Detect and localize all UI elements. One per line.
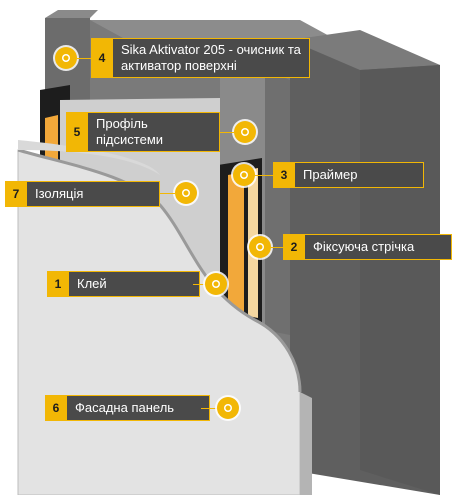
wall-right-top bbox=[290, 30, 440, 70]
callout-6-number: 6 bbox=[45, 395, 67, 421]
facade-panel-edge bbox=[17, 148, 302, 393]
callout-6-label: Фасадна панель bbox=[67, 395, 210, 421]
callout-1[interactable]: 1 Клей bbox=[47, 271, 200, 297]
marker-1-leader bbox=[193, 284, 205, 285]
marker-6-leader bbox=[201, 408, 217, 409]
wall-right-front bbox=[360, 65, 440, 495]
profile-left-back-face bbox=[45, 10, 98, 18]
callout-3[interactable]: 3 Праймер bbox=[273, 162, 424, 188]
marker-7-leader bbox=[160, 193, 175, 194]
callout-2[interactable]: 2 Фіксуюча стрічка bbox=[283, 234, 452, 260]
marker-7-dot[interactable] bbox=[175, 182, 197, 204]
callout-5-label: Профіль підсистеми bbox=[88, 112, 220, 152]
callout-1-number: 1 bbox=[47, 271, 69, 297]
callout-2-label: Фіксуюча стрічка bbox=[305, 234, 452, 260]
marker-3-leader bbox=[255, 175, 273, 176]
callout-3-label: Праймер bbox=[295, 162, 424, 188]
marker-3-dot[interactable] bbox=[233, 164, 255, 186]
marker-6-dot[interactable] bbox=[217, 397, 239, 419]
marker-5-leader bbox=[220, 132, 234, 133]
left-rail-tape bbox=[45, 115, 58, 165]
callout-3-number: 3 bbox=[273, 162, 295, 188]
callout-4[interactable]: 4 Sika Aktivator 205 - очисник та актива… bbox=[91, 38, 310, 78]
callout-6[interactable]: 6 Фасадна панель bbox=[45, 395, 210, 421]
callout-7-label: Ізоляція bbox=[27, 181, 160, 207]
callout-5[interactable]: 5 Профіль підсистеми bbox=[66, 112, 220, 152]
marker-2-dot[interactable] bbox=[249, 236, 271, 258]
marker-4-leader bbox=[77, 58, 91, 59]
callout-4-number: 4 bbox=[91, 38, 113, 78]
callout-4-label: Sika Aktivator 205 - очисник та активато… bbox=[113, 38, 310, 78]
callout-7-number: 7 bbox=[5, 181, 27, 207]
callout-2-number: 2 bbox=[283, 234, 305, 260]
marker-1-dot[interactable] bbox=[205, 273, 227, 295]
marker-5-dot[interactable] bbox=[234, 121, 256, 143]
profile-middle-side bbox=[265, 70, 290, 335]
insulation-layer bbox=[18, 140, 160, 175]
marker-4-dot[interactable] bbox=[55, 47, 77, 69]
panel-shadow bbox=[300, 392, 312, 495]
callout-7[interactable]: 7 Ізоляція bbox=[5, 181, 160, 207]
middle-rail-tape-1 bbox=[228, 172, 244, 318]
callout-5-number: 5 bbox=[66, 112, 88, 152]
callout-1-label: Клей bbox=[69, 271, 200, 297]
marker-2-leader bbox=[271, 247, 283, 248]
